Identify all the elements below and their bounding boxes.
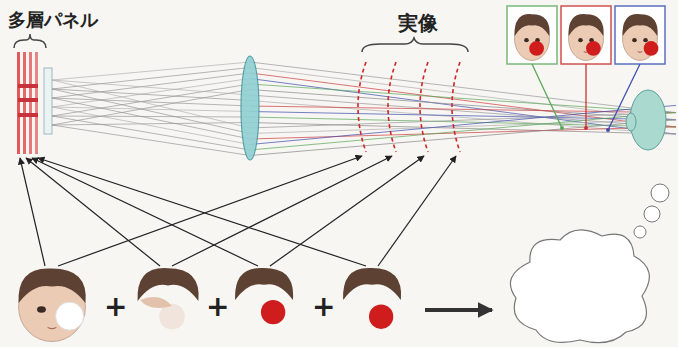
plus-sign: + — [312, 292, 335, 323]
face-image — [235, 268, 293, 324]
face-image — [138, 268, 199, 329]
thought-bubble — [634, 226, 646, 238]
face-image — [18, 268, 85, 341]
bracket — [362, 38, 468, 52]
real-image-label: 実像 — [398, 12, 438, 34]
face-image — [343, 268, 401, 329]
multilayer-panel — [17, 52, 52, 154]
view-thumbnail — [507, 6, 557, 64]
light-rays — [52, 62, 676, 156]
view-thumbnail — [561, 6, 611, 64]
viewer-eye — [626, 113, 636, 131]
assignment-arrows — [20, 156, 456, 266]
thought-bubble — [644, 206, 660, 222]
face-image — [568, 14, 603, 60]
thought-bubble — [510, 230, 649, 343]
view-thumbnail — [615, 6, 665, 64]
bracket — [14, 34, 46, 48]
plus-sign: + — [206, 292, 229, 323]
leader-line — [608, 64, 640, 130]
leader-line — [532, 64, 562, 128]
result-arrow — [425, 308, 492, 312]
lens — [241, 56, 259, 160]
real-image — [358, 62, 460, 152]
plus-sign: + — [104, 292, 127, 323]
panel-label: 多層パネル — [8, 10, 98, 30]
leader-line — [585, 64, 586, 128]
face-image — [514, 14, 549, 60]
thought-bubble — [651, 184, 669, 202]
face-image — [622, 14, 658, 60]
